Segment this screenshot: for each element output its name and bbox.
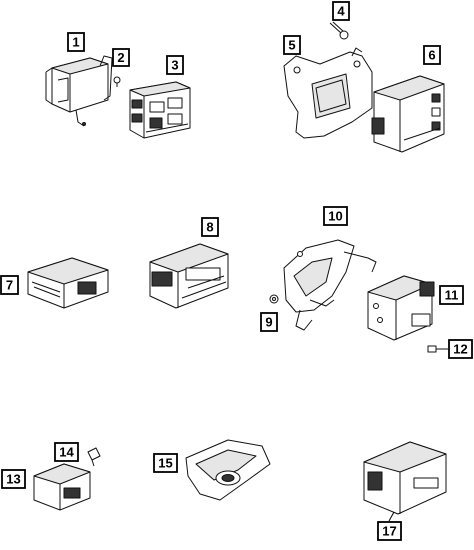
part-15-housing <box>185 439 271 501</box>
part-10-bracket <box>283 239 377 331</box>
part-12-bolt <box>427 345 448 353</box>
part-4-push-pin <box>329 21 349 40</box>
svg-text:15: 15 <box>158 456 172 471</box>
callout-7: 7 <box>0 275 19 295</box>
part-13-module <box>33 463 91 511</box>
svg-text:6: 6 <box>428 48 435 63</box>
svg-text:14: 14 <box>59 445 74 460</box>
part-11-module <box>367 275 435 341</box>
part-5-mounting-bracket <box>283 47 373 139</box>
callout-4: 4 <box>332 1 350 21</box>
svg-text:4: 4 <box>337 4 345 19</box>
svg-text:13: 13 <box>6 472 20 487</box>
part-17-module <box>363 441 447 515</box>
callout-5: 5 <box>283 35 301 55</box>
callout-13: 13 <box>1 469 26 489</box>
svg-text:1: 1 <box>72 35 79 50</box>
callout-12: 12 <box>448 339 473 359</box>
part-8-module <box>149 243 229 309</box>
part-1-bracket-module <box>45 55 113 127</box>
svg-text:8: 8 <box>206 220 213 235</box>
callout-6: 6 <box>423 45 441 65</box>
callout-3: 3 <box>166 55 184 75</box>
callout-11: 11 <box>439 285 464 305</box>
svg-text:11: 11 <box>445 288 459 303</box>
part-9-nut <box>269 294 279 304</box>
svg-text:17: 17 <box>382 524 396 539</box>
part-3-control-module <box>129 81 191 139</box>
callout-2: 2 <box>112 48 130 67</box>
callout-17: 17 <box>377 521 402 541</box>
svg-text:9: 9 <box>265 315 272 330</box>
svg-text:12: 12 <box>453 342 467 357</box>
part-2-screw <box>113 76 121 87</box>
part-6-module <box>371 75 445 153</box>
svg-text:3: 3 <box>171 58 178 73</box>
callout-8: 8 <box>201 217 219 237</box>
svg-text:10: 10 <box>328 209 342 224</box>
callout-9: 9 <box>260 312 278 332</box>
svg-text:7: 7 <box>6 278 13 293</box>
callout-15: 15 <box>153 453 178 473</box>
part-7-airbag-module <box>27 257 109 309</box>
svg-text:5: 5 <box>288 38 295 53</box>
leader-lines <box>388 511 395 522</box>
part-14-clip <box>87 447 101 467</box>
callout-1: 1 <box>67 32 85 52</box>
svg-text:2: 2 <box>117 50 124 65</box>
callout-14: 14 <box>54 442 79 462</box>
callout-10: 10 <box>323 206 348 226</box>
